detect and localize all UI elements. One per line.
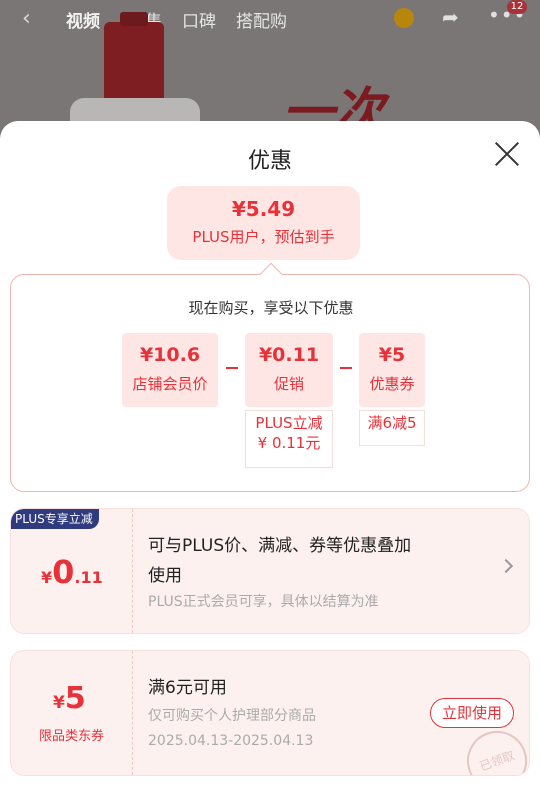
minus-sign xyxy=(226,367,238,369)
plus-discount-amount: ¥0.11 xyxy=(41,553,103,591)
promotion-detail: PLUS立减 ¥ 0.11元 xyxy=(245,410,333,468)
promotion-detail-line2: ¥ 0.11元 xyxy=(257,434,321,452)
top-nav: ‹ 视频 图集 口碑 搭配购 ➦ ••• 12 xyxy=(0,0,540,36)
member-price-box: ¥10.6 店铺会员价 xyxy=(122,333,218,407)
coupon-detail: 满6减5 xyxy=(359,410,425,446)
card-divider xyxy=(132,651,133,775)
use-now-button[interactable]: 立即使用 xyxy=(430,698,514,728)
coupon-type-label: 限品类东券 xyxy=(38,729,104,744)
card-divider xyxy=(132,509,133,633)
tab-reviews[interactable]: 口碑 xyxy=(182,12,216,32)
plus-discount-description: 可与PLUS价、满减、券等优惠叠加 使用 xyxy=(148,531,468,591)
currency-symbol: ¥ xyxy=(41,568,53,587)
sheet-title: 优惠 xyxy=(247,149,292,174)
estimated-price-subtitle: PLUS用户，预估到手 xyxy=(192,228,335,246)
coupon-validity: 2025.04.13-2025.04.13 xyxy=(148,733,314,749)
coupon-label: 优惠券 xyxy=(369,375,415,393)
member-price-label: 店铺会员价 xyxy=(132,375,208,393)
promotion-box: ¥0.11 促销 xyxy=(245,333,333,407)
coupon-scope: 仅可购买个人护理部分商品 xyxy=(148,708,316,724)
plus-description-line2: 使用 xyxy=(148,566,182,586)
promotion-value: ¥0.11 xyxy=(258,344,320,366)
chevron-right-icon[interactable] xyxy=(498,558,514,574)
plus-discount-card[interactable]: ¥0.11 PLUS专享立减 可与PLUS价、满减、券等优惠叠加 使用 PLUS… xyxy=(10,508,530,634)
calc-heading: 现在购买，享受以下优惠 xyxy=(188,299,354,317)
plus-amount-decimal: .11 xyxy=(74,568,103,587)
coupon-amount-value: 5 xyxy=(64,681,86,716)
back-icon[interactable]: ‹ xyxy=(22,6,31,31)
tab-bundle[interactable]: 搭配购 xyxy=(236,12,287,32)
promotion-label: 促销 xyxy=(273,375,304,393)
plus-exclusive-tag: PLUS专享立减 xyxy=(11,509,99,529)
plus-discount-amount-area: ¥0.11 xyxy=(11,509,132,633)
coupon-box: ¥5 优惠券 xyxy=(359,333,425,407)
minus-sign xyxy=(340,367,352,369)
estimated-price: ¥5.49 xyxy=(231,197,296,221)
plus-amount-integer: 0 xyxy=(52,553,75,591)
plus-description-line1: 可与PLUS价、满减、券等优惠叠加 xyxy=(148,536,412,556)
coupon-card: ¥5 限品类东券 满6元可用 仅可购买个人护理部分商品 2025.04.13-2… xyxy=(10,650,530,776)
coupon-amount: ¥5 xyxy=(53,681,86,716)
bubble-pointer xyxy=(259,262,283,286)
cart-icon[interactable] xyxy=(394,8,414,28)
share-icon[interactable]: ➦ xyxy=(442,5,459,29)
promotion-detail-line1: PLUS立减 xyxy=(255,414,323,432)
background-page: ‹ 视频 图集 口碑 搭配购 ➦ ••• 12 一次 xyxy=(0,0,540,140)
claimed-stamp: 已领取 xyxy=(458,722,529,775)
discount-calculation: 现在购买，享受以下优惠 ¥10.6 店铺会员价 ¥0.11 促销 ¥5 优惠券 … xyxy=(10,262,530,492)
currency-symbol: ¥ xyxy=(53,693,65,713)
plus-discount-note: PLUS正式会员可享，具体以结算为准 xyxy=(148,594,379,610)
coupon-condition: 满6元可用 xyxy=(148,678,227,698)
discount-sheet: 优惠 ¥5.49 PLUS用户，预估到手 现在购买，享受以下优惠 ¥10.6 店… xyxy=(0,121,540,809)
estimated-price-bubble: ¥5.49 PLUS用户，预估到手 xyxy=(167,186,360,260)
member-price-value: ¥10.6 xyxy=(139,344,201,366)
close-icon[interactable] xyxy=(494,141,520,167)
coupon-amount-area: ¥5 限品类东券 xyxy=(11,651,132,775)
coupon-value: ¥5 xyxy=(378,344,406,366)
cart-badge: 12 xyxy=(507,0,527,14)
coupon-detail-line1: 满6减5 xyxy=(367,414,417,432)
tab-video[interactable]: 视频 xyxy=(66,12,100,32)
